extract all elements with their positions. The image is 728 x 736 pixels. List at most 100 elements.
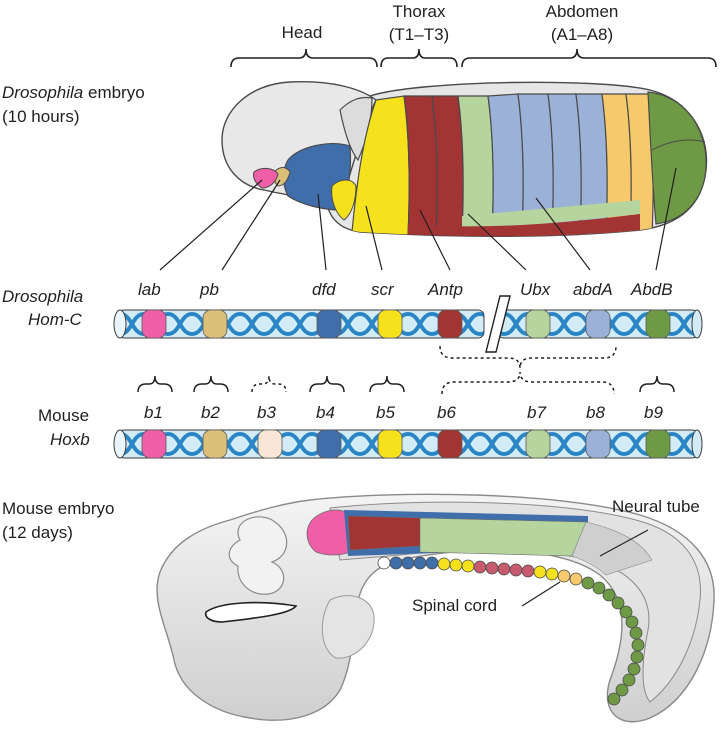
- gene-label-abda: abdA: [573, 280, 613, 299]
- bead: [602, 588, 616, 602]
- neural-tube-pointer: [599, 529, 649, 557]
- bead: [485, 561, 499, 575]
- hox-label-b1: b1: [144, 403, 163, 422]
- brace-b5: [369, 375, 405, 393]
- bead: [629, 626, 643, 640]
- bead: [425, 556, 439, 570]
- fly-embryo-word: embryo: [83, 83, 144, 102]
- mouse-gene-b1: [141, 429, 167, 459]
- gene-label-scr: scr: [371, 280, 395, 299]
- hox-label-b8: b8: [586, 403, 605, 422]
- hox-label-b7: b7: [527, 403, 546, 422]
- pointer-ubx: [467, 213, 527, 271]
- head-lab-region: [253, 167, 279, 189]
- mouse-gene-b6: [437, 429, 463, 459]
- fly-gene-scr: [377, 309, 403, 339]
- fly-embryo: [221, 80, 708, 237]
- dotted-brace-upper: [439, 345, 617, 369]
- mouse-band-grey: [571, 521, 653, 576]
- bead: [631, 638, 645, 652]
- abdomen-label: Abdomen: [546, 2, 619, 21]
- bead: [521, 564, 535, 578]
- gene-label-ubx: Ubx: [520, 280, 551, 299]
- segment-antp-t3: [431, 95, 464, 237]
- abdb-fold: [651, 139, 706, 151]
- spinal-cord-pointer: [521, 581, 561, 607]
- bead: [557, 569, 571, 583]
- fly-gene-lab: [141, 309, 167, 339]
- hox-label-b6: b6: [437, 403, 456, 422]
- mouse-gene-b2: [202, 429, 228, 459]
- thorax-label: Thorax: [393, 2, 446, 21]
- mouse-gene-b9: [645, 429, 671, 459]
- bead: [611, 596, 625, 610]
- fly-gene-abdb: [645, 309, 671, 339]
- pointer-abdb: [655, 167, 677, 271]
- mouse-gene-b5: [377, 429, 403, 459]
- mouse-gene-b3: [257, 429, 283, 459]
- hox-label-b2: b2: [201, 403, 220, 422]
- brace-b1: [137, 375, 173, 393]
- mouse-chromosome: [113, 429, 703, 459]
- bead: [401, 556, 415, 570]
- mouse-cluster-label-1: Mouse: [38, 406, 89, 425]
- fly-cluster-label-1: Drosophila: [2, 287, 83, 306]
- mouse-dna-right-cap: [691, 429, 703, 459]
- bead: [615, 683, 629, 697]
- mouse-cluster-label-2: Hoxb: [50, 430, 90, 449]
- mouse-embryo-title: Mouse embryo: [2, 499, 114, 518]
- homology-braces: [137, 345, 675, 395]
- fly-gene-dfd: [316, 309, 342, 339]
- thorax-bracket: [380, 48, 458, 68]
- fly-gene-abda: [585, 309, 611, 339]
- bead: [592, 581, 606, 595]
- mouse-mouth: [204, 601, 298, 623]
- spinal-cord-beads: [377, 556, 645, 706]
- fly-chromosome: [113, 295, 703, 353]
- mouse-band-red: [347, 515, 421, 551]
- mouse-embryo-age: (12 days): [2, 523, 73, 542]
- bead: [509, 563, 523, 577]
- mouse-embryo: Neural tube Spinal cord: [156, 493, 715, 723]
- bead: [377, 556, 391, 570]
- bead: [449, 558, 463, 572]
- head-scr-lobe: [331, 179, 357, 221]
- mouse-dna-left-cap: [113, 429, 127, 459]
- brace-b2: [193, 375, 229, 393]
- fly-cluster-label-2: Hom-C: [28, 310, 83, 329]
- mouse-gene-b4: [316, 429, 342, 459]
- segment-antp-t2: [403, 95, 438, 237]
- brace-b3: [251, 375, 287, 393]
- abdomen-range-label: (A1–A8): [551, 25, 613, 44]
- bead: [622, 673, 636, 687]
- gene-label-lab: lab: [138, 280, 161, 299]
- neural-tube-label: Neural tube: [612, 497, 700, 516]
- fly-dna-left-cap: [113, 309, 127, 339]
- gene-pointer-lines: [159, 167, 677, 271]
- mouse-limb-bud: [321, 595, 375, 659]
- abdomen-bracket: [461, 48, 717, 68]
- dotted-brace-lower: [441, 371, 615, 395]
- mouse-gene-b8: [585, 429, 611, 459]
- bead: [497, 562, 511, 576]
- gene-label-pb: pb: [199, 280, 219, 299]
- ventral-green-band: [462, 200, 640, 232]
- spinal-cord-label: Spinal cord: [412, 596, 497, 615]
- fly-embryo-title: Drosophila embryo: [2, 83, 145, 102]
- bead: [581, 576, 595, 590]
- bead: [607, 692, 621, 706]
- head-bracket: [230, 48, 378, 68]
- bead: [437, 557, 451, 571]
- pointer-antp: [419, 209, 451, 271]
- fly-dna-left: [117, 309, 485, 339]
- hox-label-b9: b9: [644, 403, 663, 422]
- mouse-band-lab: [306, 509, 351, 556]
- bead: [625, 615, 639, 629]
- bead: [389, 556, 403, 570]
- pointer-dfd: [317, 193, 327, 271]
- region-brackets: [230, 48, 717, 68]
- hox-label-b5: b5: [376, 403, 395, 422]
- bead: [473, 560, 487, 574]
- fly-dna-right-cap: [691, 309, 703, 339]
